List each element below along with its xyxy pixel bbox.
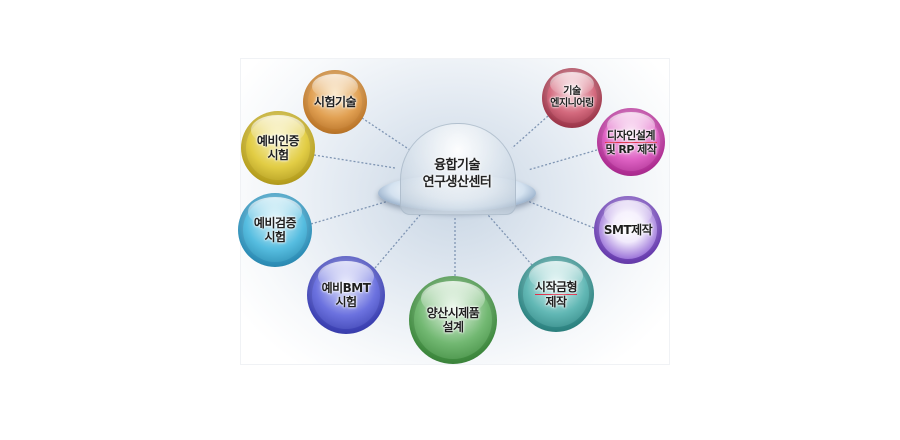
- node-prototype-mold: 시작금형 제작: [518, 256, 594, 332]
- node-prelim-bmt-test: 예비BMT 시험: [307, 256, 385, 334]
- node-label-line2: 및 RP 제작: [605, 142, 657, 156]
- node-label-line1: 예비검증: [253, 216, 297, 230]
- center-hub-label: 융합기술 연구생산센터: [378, 157, 536, 191]
- node-label-line1: 예비BMT: [321, 281, 371, 295]
- node-label-line1: SMT제작: [603, 223, 653, 237]
- node-label-line2: 엔지니어링: [550, 98, 594, 109]
- node-test-tech: 시험기술: [303, 70, 367, 134]
- node-label-line2: 시험: [267, 148, 289, 162]
- node-label-line1: 양산시제품: [426, 306, 480, 320]
- node-prelim-verify-test: 예비검증 시험: [238, 193, 312, 267]
- node-label-line1: 예비인증: [256, 134, 300, 148]
- node-smt-production: SMT제작: [594, 196, 662, 264]
- node-label-line1: 시험기술: [313, 95, 357, 109]
- center-hub-line1: 융합기술: [434, 158, 480, 173]
- node-design-rp: 디자인설계 및 RP 제작: [597, 108, 665, 176]
- node-label-line1: 디자인설계: [605, 128, 657, 143]
- node-label-line2: 설계: [442, 320, 464, 334]
- dome-cap: [400, 123, 516, 215]
- node-label-line1: 기술: [563, 86, 581, 97]
- node-label-line2: 시험: [335, 295, 357, 309]
- center-hub-line2: 연구생산센터: [422, 175, 492, 190]
- node-label-line2: 제작: [545, 294, 567, 309]
- center-hub-dome: 융합기술 연구생산센터: [378, 117, 536, 217]
- node-label-line2: 시험: [264, 230, 286, 244]
- node-prelim-cert-test: 예비인증 시험: [241, 111, 315, 185]
- node-tech-engineering: 기술 엔지니어링: [542, 68, 602, 128]
- node-label-line1: 시작금형: [534, 279, 578, 295]
- node-mass-prototype-design: 양산시제품 설계: [409, 276, 497, 364]
